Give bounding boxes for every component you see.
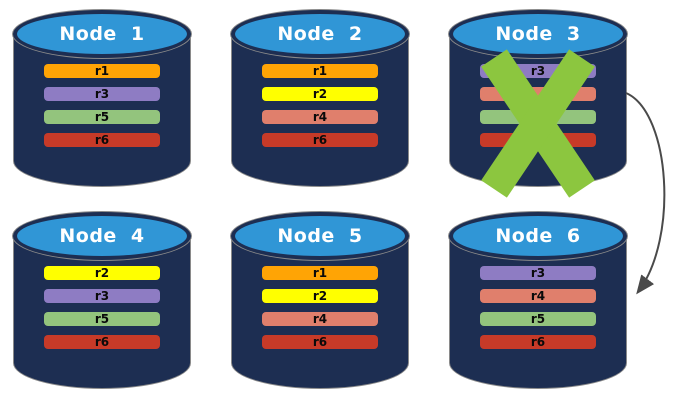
cylinder-top: Node 2 — [231, 10, 409, 58]
replica-bars: r3 r4 r5 r6 — [449, 266, 627, 349]
cylinder-top: Node 1 — [13, 10, 191, 58]
replica-bars: r3 — [449, 64, 627, 147]
replica-bar-r4: r4 — [480, 289, 596, 303]
replica-bar-r4: r4 — [262, 312, 378, 326]
node-5-cylinder: r1 r2 r4 r6 Node 5 — [231, 212, 409, 389]
node-title: Node 6 — [495, 224, 581, 247]
replica-bar-r5: r5 — [44, 110, 160, 124]
node-6-cylinder: r3 r4 r5 r6 Node 6 — [449, 212, 627, 389]
node-title: Node 2 — [277, 22, 363, 45]
replica-bars: r2 r3 r5 r6 — [13, 266, 191, 349]
replica-bar-r5: r5 — [44, 312, 160, 326]
replica-bar-r6: r6 — [44, 133, 160, 147]
replica-bar-r1: r1 — [262, 266, 378, 280]
cylinder-top: Node 6 — [449, 212, 627, 260]
replication-arrow — [625, 92, 666, 295]
replica-bar-r3: r3 — [44, 87, 160, 101]
node-title: Node 5 — [277, 224, 363, 247]
replica-bar-r1: r1 — [262, 64, 378, 78]
replica-bar — [480, 87, 596, 101]
replica-bar — [480, 110, 596, 124]
replica-bar-r6: r6 — [44, 335, 160, 349]
replica-bar-r2: r2 — [262, 87, 378, 101]
node-title: Node 4 — [59, 224, 145, 247]
node-1-cylinder: r1 r3 r5 r6 Node 1 — [13, 10, 191, 187]
replica-bar-r6: r6 — [262, 133, 378, 147]
replica-bar-r6: r6 — [262, 335, 378, 349]
node-4-cylinder: r2 r3 r5 r6 Node 4 — [13, 212, 191, 389]
node-title: Node 1 — [59, 22, 145, 45]
replica-bar — [480, 133, 596, 147]
node-title: Node 3 — [495, 22, 581, 45]
cylinder-top: Node 4 — [13, 212, 191, 260]
replica-bar-r4: r4 — [262, 110, 378, 124]
replica-bar-r2: r2 — [44, 266, 160, 280]
replica-bar-r1: r1 — [44, 64, 160, 78]
replica-bars: r1 r3 r5 r6 — [13, 64, 191, 147]
replica-bar-r2: r2 — [262, 289, 378, 303]
replica-bar-r3: r3 — [480, 266, 596, 280]
node-2-cylinder: r1 r2 r4 r6 Node 2 — [231, 10, 409, 187]
replica-bar-r5: r5 — [480, 312, 596, 326]
node-3-cylinder: r3 Node 3 — [449, 10, 627, 187]
cylinder-top: Node 3 — [449, 10, 627, 58]
replica-bars: r1 r2 r4 r6 — [231, 266, 409, 349]
replica-bar-r3: r3 — [480, 64, 596, 78]
cylinder-top: Node 5 — [231, 212, 409, 260]
replica-bars: r1 r2 r4 r6 — [231, 64, 409, 147]
replica-bar-r6: r6 — [480, 335, 596, 349]
replica-bar-r3: r3 — [44, 289, 160, 303]
